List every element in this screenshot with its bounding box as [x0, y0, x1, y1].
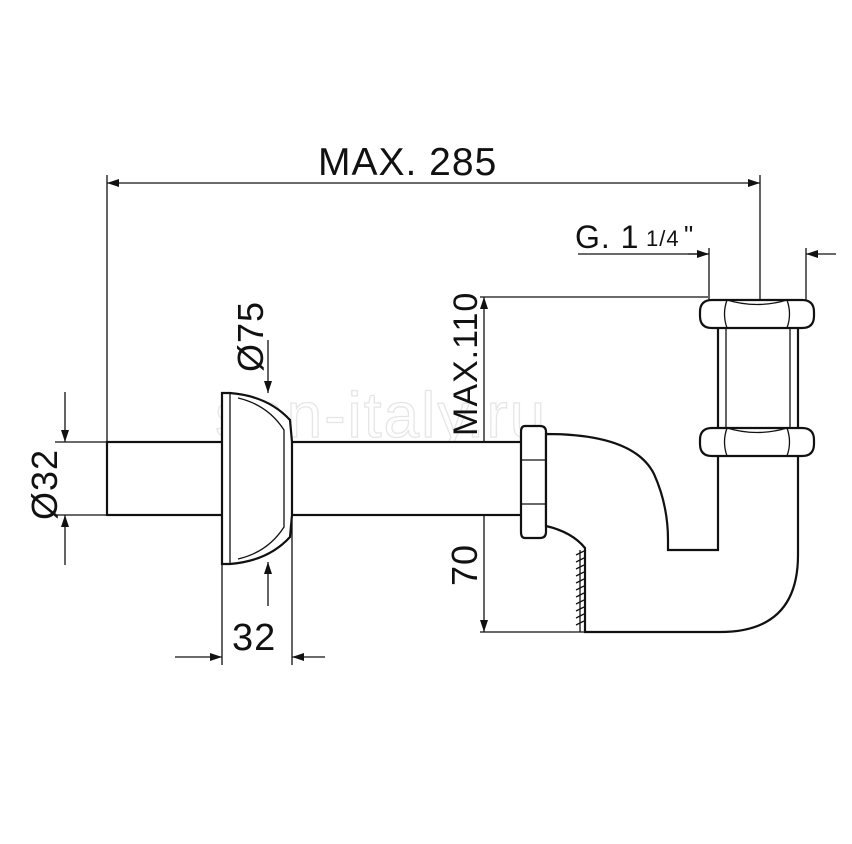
pipe-diameter-label: Ø32 [24, 449, 65, 520]
horizontal-union-nut [519, 424, 548, 540]
vertical-tailpiece [716, 323, 800, 432]
lower-hex-nut [698, 426, 816, 458]
flange-width-label: 32 [232, 617, 276, 659]
top-hex-nut [698, 298, 816, 330]
trap-bend [544, 432, 800, 634]
flange-diameter-label: Ø75 [230, 301, 271, 372]
hatch [575, 550, 585, 632]
max-height-label: MAX.110 [447, 292, 485, 436]
thread-size-label: G. 1 1/4 " [575, 219, 694, 255]
drop-height-label: 70 [444, 544, 485, 586]
wall-pipe [105, 440, 524, 517]
thread-size-main: G. 1 [575, 219, 639, 255]
siphon-body [105, 298, 816, 634]
overall-length-label: MAX. 285 [318, 141, 497, 184]
thread-size-suffix: " [684, 220, 694, 250]
thread-size-fraction: 1/4 [646, 226, 680, 251]
wall-flange [220, 391, 294, 566]
